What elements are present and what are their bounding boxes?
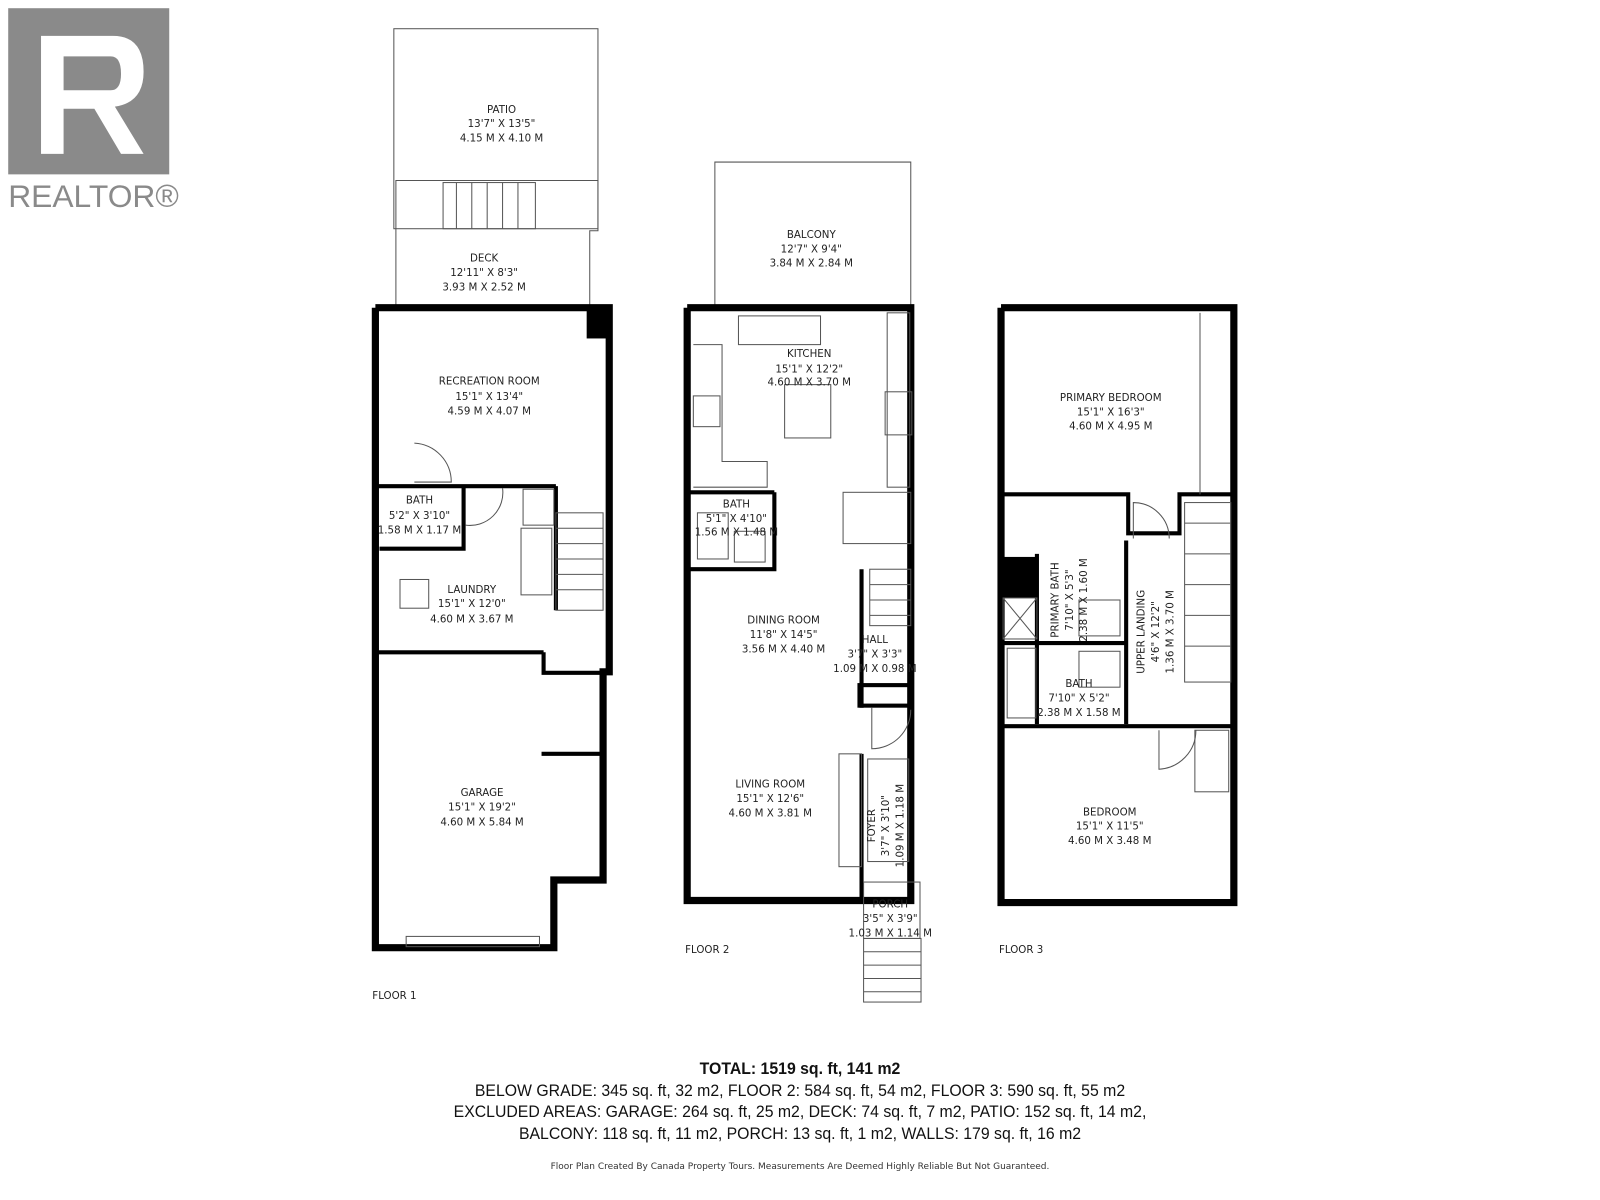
room-label-porch: PORCH 3'5" X 3'9" 1.03 M X 1.14 M	[849, 899, 932, 940]
room-label-balcony: BALCONY 12'7" X 9'4" 3.84 M X 2.84 M	[770, 229, 853, 270]
svg-text:15'1" X 12'0": 15'1" X 12'0"	[438, 598, 506, 610]
room-label-bedroom: BEDROOM 15'1" X 11'5" 4.60 M X 3.48 M	[1068, 806, 1151, 847]
svg-text:3'5" X 3'9": 3'5" X 3'9"	[863, 913, 918, 925]
room-label-patio: PATIO 13'7" X 13'5" 4.15 M X 4.10 M	[460, 104, 543, 145]
room-label-dining-room: DINING ROOM 11'8" X 14'5" 3.56 M X 4.40 M	[742, 615, 825, 656]
svg-text:1.36 M X 3.70 M: 1.36 M X 3.70 M	[1164, 590, 1176, 673]
svg-text:4.15 M X 4.10 M: 4.15 M X 4.10 M	[460, 133, 543, 145]
realtor-logo: REALTOR®	[8, 8, 179, 214]
svg-text:15'1" X 13'4": 15'1" X 13'4"	[455, 391, 523, 403]
svg-text:4.60 M X 3.48 M: 4.60 M X 3.48 M	[1068, 835, 1151, 847]
room-label-primary-bedroom: PRIMARY BEDROOM 15'1" X 16'3" 4.60 M X 4.9…	[1060, 392, 1162, 433]
svg-text:7'10" X 5'3": 7'10" X 5'3"	[1064, 569, 1076, 630]
room-label-laundry: LAUNDRY 15'1" X 12'0" 4.60 M X 3.67 M	[430, 584, 513, 626]
svg-text:12'7" X 9'4": 12'7" X 9'4"	[781, 243, 842, 255]
floor-3-plan	[997, 304, 1238, 907]
svg-text:GARAGE: GARAGE	[461, 787, 504, 799]
room-label-bath-floor3: BATH 7'10" X 5'2" 2.38 M X 1.58 M	[1037, 678, 1120, 719]
floor-1-label: FLOOR 1	[372, 990, 416, 1002]
svg-text:5'2" X 3'10": 5'2" X 3'10"	[389, 510, 450, 522]
svg-text:LAUNDRY: LAUNDRY	[447, 584, 496, 596]
summary-floor-areas: BELOW GRADE: 345 sq. ft, 32 m2, FLOOR 2:…	[474, 1081, 1126, 1100]
svg-text:3.84 M X 2.84 M: 3.84 M X 2.84 M	[770, 258, 853, 270]
svg-text:12'11" X 8'3": 12'11" X 8'3"	[450, 267, 518, 279]
svg-text:4.60 M X 4.95 M: 4.60 M X 4.95 M	[1069, 421, 1152, 433]
room-label-kitchen: KITCHEN 15'1" X 12'2" 4.60 M X 3.70 M	[768, 348, 851, 389]
svg-text:UPPER LANDING: UPPER LANDING	[1136, 590, 1148, 674]
svg-text:4.60 M X 3.81 M: 4.60 M X 3.81 M	[729, 807, 812, 819]
floor-2-plan	[683, 161, 922, 1003]
svg-text:1.56 M X 1.48 M: 1.56 M X 1.48 M	[695, 526, 778, 538]
svg-text:DECK: DECK	[470, 253, 499, 265]
svg-text:3'7" X 3'3": 3'7" X 3'3"	[848, 648, 903, 660]
svg-text:1.09 M X 0.98 M: 1.09 M X 0.98 M	[833, 663, 916, 675]
svg-text:4.60 M X 5.84 M: 4.60 M X 5.84 M	[440, 817, 523, 829]
svg-text:1.03 M X 1.14 M: 1.03 M X 1.14 M	[849, 927, 932, 939]
svg-text:REALTOR®: REALTOR®	[8, 178, 179, 214]
svg-text:LIVING ROOM: LIVING ROOM	[735, 779, 805, 791]
room-label-garage: GARAGE 15'1" X 19'2" 4.60 M X 5.84 M	[440, 787, 523, 829]
svg-text:15'1" X 12'2": 15'1" X 12'2"	[775, 363, 843, 375]
svg-text:BEDROOM: BEDROOM	[1083, 806, 1137, 818]
svg-text:3'7" X 3'10": 3'7" X 3'10"	[880, 795, 892, 856]
summary-excluded-areas-cont: BALCONY: 118 sq. ft, 11 m2, PORCH: 13 sq…	[518, 1124, 1082, 1143]
svg-text:3.56 M X 4.40 M: 3.56 M X 4.40 M	[742, 643, 825, 655]
room-label-recreation-room: RECREATION ROOM 15'1" X 13'4" 4.59 M X 4.0…	[439, 376, 540, 418]
svg-text:4'6" X 12'2": 4'6" X 12'2"	[1150, 601, 1162, 662]
svg-text:4.60 M X 3.67 M: 4.60 M X 3.67 M	[430, 614, 513, 626]
svg-text:FOYER: FOYER	[866, 809, 878, 842]
svg-text:13'7" X 13'5": 13'7" X 13'5"	[468, 118, 536, 130]
svg-text:7'10" X 5'2": 7'10" X 5'2"	[1048, 693, 1109, 705]
svg-text:PRIMARY BATH: PRIMARY BATH	[1049, 562, 1061, 637]
svg-text:15'1" X 11'5": 15'1" X 11'5"	[1076, 821, 1144, 833]
svg-text:BALCONY: BALCONY	[787, 229, 837, 241]
svg-text:1.58 M X 1.17 M: 1.58 M X 1.17 M	[378, 524, 461, 536]
svg-text:PORCH: PORCH	[872, 899, 908, 911]
svg-text:BATH: BATH	[723, 499, 750, 511]
floor-2-label: FLOOR 2	[685, 944, 729, 956]
svg-text:4.60 M X 3.70 M: 4.60 M X 3.70 M	[768, 377, 851, 389]
svg-text:15'1" X 12'6": 15'1" X 12'6"	[736, 793, 804, 805]
svg-text:2.38 M X 1.60 M: 2.38 M X 1.60 M	[1078, 558, 1090, 641]
svg-text:1.09 M X 1.18 M: 1.09 M X 1.18 M	[895, 784, 907, 867]
floor-3-label: FLOOR 3	[999, 944, 1043, 956]
svg-text:5'1" X 4'10": 5'1" X 4'10"	[706, 513, 767, 525]
svg-text:3.93 M X 2.52 M: 3.93 M X 2.52 M	[442, 281, 525, 293]
room-label-deck: DECK 12'11" X 8'3" 3.93 M X 2.52 M	[442, 253, 525, 294]
svg-text:11'8" X 14'5": 11'8" X 14'5"	[750, 629, 818, 641]
room-label-bath-floor2: BATH 5'1" X 4'10"1.56 M X 1.48 M	[695, 499, 778, 539]
svg-text:PATIO: PATIO	[487, 104, 516, 116]
svg-text:15'1" X 19'2": 15'1" X 19'2"	[448, 801, 516, 813]
svg-text:BATH: BATH	[1065, 678, 1092, 690]
summary-total: TOTAL: 1519 sq. ft, 141 m2	[699, 1059, 901, 1078]
svg-text:15'1" X 16'3": 15'1" X 16'3"	[1077, 406, 1145, 418]
svg-text:RECREATION ROOM: RECREATION ROOM	[439, 376, 540, 388]
svg-text:BATH: BATH	[406, 495, 433, 507]
room-label-bath-floor1: BATH 5'2" X 3'10" 1.58 M X 1.17 M	[378, 495, 461, 537]
floor-1-plan	[371, 28, 613, 952]
svg-text:DINING ROOM: DINING ROOM	[747, 615, 820, 627]
svg-text:4.59 M X 4.07 M: 4.59 M X 4.07 M	[448, 405, 531, 417]
room-label-hall: HALL 3'7" X 3'3" 1.09 M X 0.98 M	[833, 634, 916, 675]
svg-text:KITCHEN: KITCHEN	[787, 348, 831, 360]
room-label-living-room: LIVING ROOM 15'1" X 12'6" 4.60 M X 3.81 M	[729, 779, 812, 820]
svg-text:PRIMARY BEDROOM: PRIMARY BEDROOM	[1060, 392, 1162, 404]
disclaimer-footer: Floor Plan Created By Canada Property To…	[550, 1162, 1050, 1172]
svg-text:HALL: HALL	[862, 634, 888, 646]
svg-text:2.38 M X 1.58 M: 2.38 M X 1.58 M	[1037, 707, 1120, 719]
summary-excluded-areas: EXCLUDED AREAS: GARAGE: 264 sq. ft, 25 m…	[453, 1102, 1147, 1121]
